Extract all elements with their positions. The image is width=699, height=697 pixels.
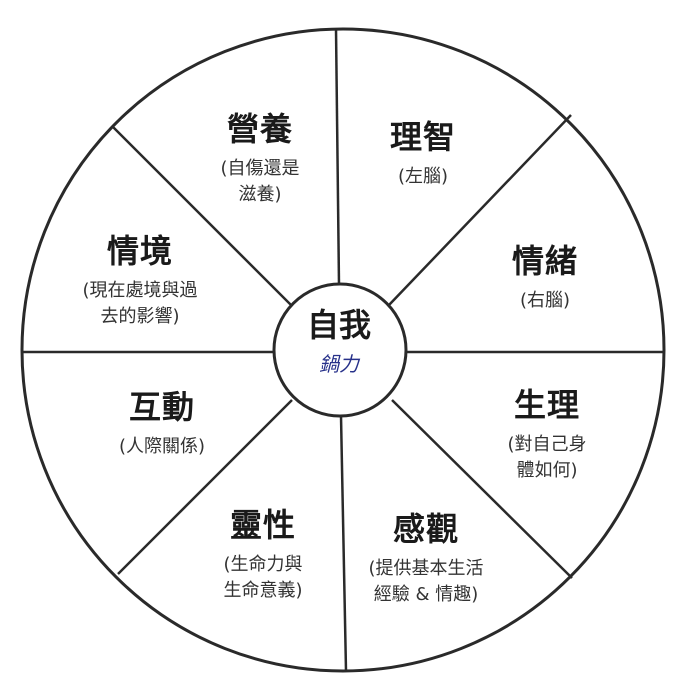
segment-title: 感觀 bbox=[392, 510, 459, 548]
segment-title: 生理 bbox=[513, 386, 580, 424]
segment-title: 情境 bbox=[106, 232, 173, 270]
handwritten-note: 鍋力 bbox=[319, 352, 359, 376]
outer-circle bbox=[20, 27, 666, 673]
spoke-top bbox=[334, 28, 341, 286]
segment-interaction: 互動 (人際關係) bbox=[92, 382, 232, 460]
segment-title: 靈性 bbox=[229, 506, 296, 544]
center-label: 自我 鍋力 bbox=[272, 300, 406, 377]
segment-emotion: 情緒 (右腦) bbox=[490, 236, 600, 314]
spoke-bottom-left bbox=[117, 399, 293, 575]
spoke-top-right bbox=[388, 114, 572, 306]
segment-situation: 情境 (現在處境與過 去的影響) bbox=[50, 226, 230, 330]
center-title: 自我 bbox=[306, 306, 371, 344]
segment-subtitle: (左腦) bbox=[397, 166, 449, 187]
segment-subtitle: (右腦) bbox=[519, 290, 571, 311]
segment-nutrition: 營養 (自傷還是 滋養) bbox=[200, 104, 320, 208]
segment-physiology: 生理 (對自己身 體如何) bbox=[482, 380, 612, 484]
segment-title: 理智 bbox=[389, 118, 456, 156]
segment-senses: 感觀 (提供基本生活 經驗 & 情趣) bbox=[338, 504, 514, 608]
segment-spirit: 靈性 (生命力與 生命意義) bbox=[198, 500, 328, 604]
segment-subtitle: (人際關係) bbox=[118, 436, 206, 457]
segment-subtitle: (自傷還是 滋養) bbox=[220, 158, 300, 205]
segment-reason: 理智 (左腦) bbox=[368, 112, 478, 190]
spoke-bottom-right bbox=[391, 399, 573, 579]
segment-title: 營養 bbox=[226, 110, 293, 148]
spoke-top-left bbox=[112, 126, 292, 306]
segment-title: 互動 bbox=[128, 388, 195, 426]
segment-subtitle: (提供基本生活 經驗 & 情趣) bbox=[368, 558, 484, 605]
center-circle bbox=[272, 282, 408, 418]
segment-subtitle: (對自己身 體如何) bbox=[507, 434, 587, 481]
segment-subtitle: (生命力與 生命意義) bbox=[223, 554, 303, 601]
spoke-bottom bbox=[339, 415, 348, 672]
segment-title: 情緒 bbox=[511, 242, 578, 280]
segment-subtitle: (現在處境與過 去的影響) bbox=[82, 280, 198, 327]
